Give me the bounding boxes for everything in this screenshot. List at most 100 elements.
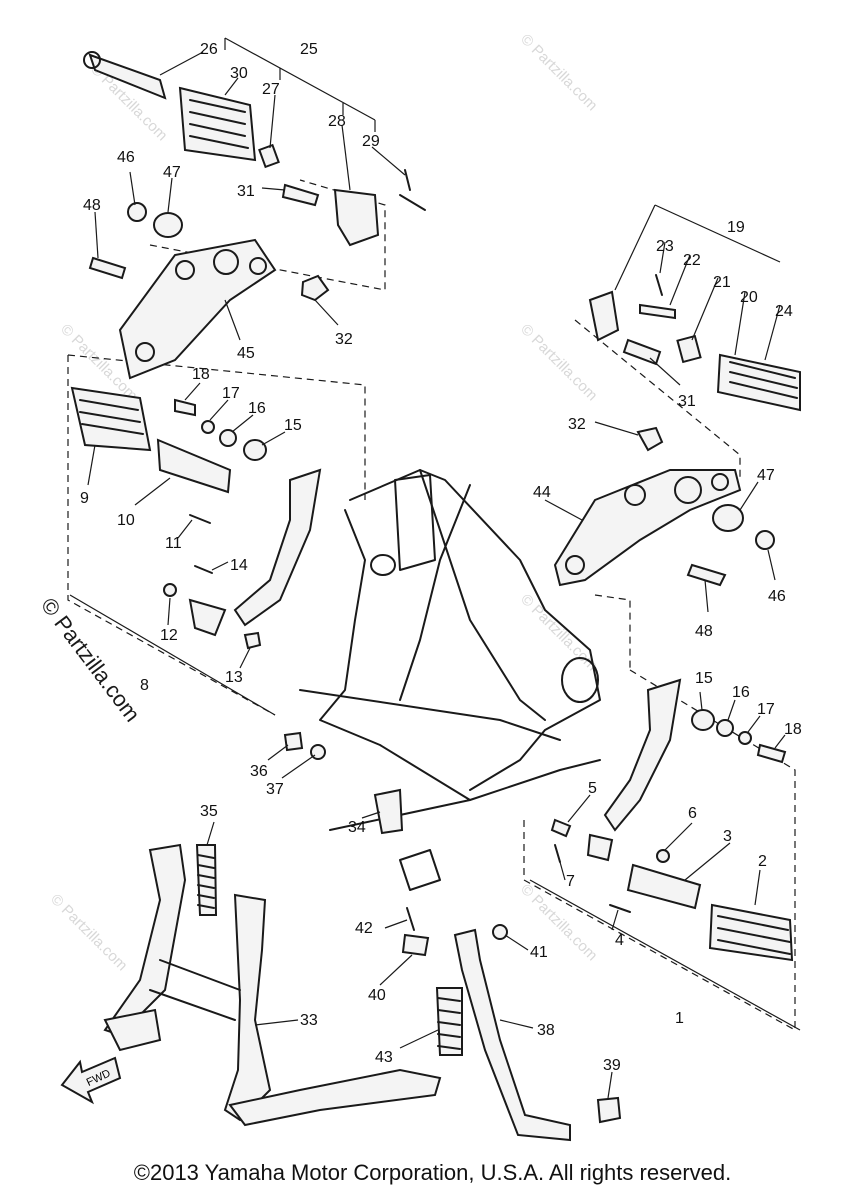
callout-31-right: 31 (678, 393, 696, 410)
callout-19: 19 (727, 219, 745, 236)
rubber-ridges (717, 915, 791, 955)
callout-44: 44 (533, 484, 551, 501)
forward-arrow: FWD (60, 1056, 122, 1105)
bracket-8 (69, 594, 276, 716)
frame-stand-bracket (399, 849, 441, 891)
footrest-3 (626, 863, 702, 910)
callout-33: 33 (300, 1012, 318, 1029)
pin-5 (550, 818, 572, 838)
callout-47-right: 47 (757, 467, 775, 484)
rubber-ridges (189, 99, 249, 149)
callout-38: 38 (537, 1022, 555, 1039)
center-stand-right-leg (223, 893, 272, 1122)
footrest-rubber-30 (178, 86, 257, 162)
bracket-hole (175, 260, 195, 280)
callout-26: 26 (200, 41, 218, 58)
callout-40: 40 (368, 987, 386, 1004)
center-stand-lever (228, 1068, 442, 1127)
spring-42 (406, 907, 415, 931)
callout-47-upper: 47 (163, 164, 181, 181)
callout-36: 36 (250, 763, 268, 780)
callout-32-upper: 32 (335, 331, 353, 348)
spring-coils (437, 997, 461, 1050)
watermark-tile: © Partzilla.com (517, 591, 600, 674)
collar-46-right (755, 530, 775, 550)
pin-12 (163, 583, 177, 597)
nut-41 (492, 924, 508, 940)
nut-36 (283, 731, 304, 752)
spring-4 (609, 904, 631, 913)
boundary-right-footrest (523, 820, 796, 1031)
footrest-rubber-9 (70, 386, 152, 452)
upper-right-footrest (553, 274, 801, 587)
callout-2: 2 (758, 853, 767, 870)
callout-16-right: 16 (732, 684, 750, 701)
watermark-tile: © Partzilla.com (517, 321, 600, 404)
callout-20: 20 (740, 289, 758, 306)
callout-27: 27 (262, 81, 280, 98)
boundary-upper-left-bracket (149, 179, 386, 291)
callout-15-left: 15 (284, 417, 302, 434)
nut-32-upper (300, 274, 330, 302)
callout-48-right: 48 (695, 623, 713, 640)
shift-clevis (586, 833, 614, 862)
group-brackets (69, 37, 801, 1031)
callout-31-upper: 31 (237, 183, 255, 200)
frame-diag-2 (399, 484, 471, 701)
callout-42: 42 (355, 920, 373, 937)
shift-pedal-arm (603, 678, 682, 832)
washer-17-left (201, 420, 215, 434)
bolt-18-left (174, 398, 196, 417)
frame-pivot (561, 657, 599, 703)
spring-14 (194, 565, 213, 574)
callout-22: 22 (683, 252, 701, 269)
right-footrest (550, 678, 794, 962)
fwd-arrow-shape (60, 1056, 122, 1105)
bracket-19-lead (614, 204, 656, 291)
washer-21 (676, 334, 702, 364)
bracket-19 (654, 204, 781, 263)
nut-32-right (636, 426, 664, 452)
frame-boss (370, 554, 396, 576)
callout-46-right: 46 (768, 588, 786, 605)
callout-6: 6 (688, 805, 697, 822)
watermark-side: © Partzilla.com (36, 593, 145, 726)
callout-15-right: 15 (695, 670, 713, 687)
callout-3: 3 (723, 828, 732, 845)
bracket-hole (135, 342, 155, 362)
bolt-31-upper (281, 183, 320, 207)
rubber-ridges (729, 361, 798, 399)
callout-18-right: 18 (784, 721, 802, 738)
bracket-45 (118, 238, 277, 380)
frame-right-rail (349, 469, 601, 791)
frame-left-rail (319, 509, 471, 801)
bracket-hole (565, 555, 585, 575)
bracket-hole (624, 484, 646, 506)
boundary-left-top (67, 354, 366, 500)
bolt-48-right (686, 563, 727, 587)
damper-47-upper (153, 212, 183, 238)
damper-47-right (712, 504, 744, 532)
callout-48-upper: 48 (83, 197, 101, 214)
callout-10: 10 (117, 512, 135, 529)
watermark-tile: © Partzilla.com (47, 891, 130, 974)
collar-15-right (691, 709, 715, 731)
copyright-notice: ©2013 Yamaha Motor Corporation, U.S.A. A… (133, 1160, 732, 1185)
rubber-ridges (79, 399, 144, 435)
footrest-bracket-28 (333, 188, 380, 247)
callout-46-upper: 46 (117, 149, 135, 166)
rubber-39 (596, 1096, 622, 1124)
frame-gusset (394, 474, 436, 571)
callout-28: 28 (328, 113, 346, 130)
washer-27 (258, 143, 280, 169)
boundary-right-plate (594, 594, 631, 670)
callout-17-left: 17 (222, 385, 240, 402)
bracket-hole (249, 257, 267, 275)
collar-15-left (243, 439, 267, 461)
boundary-left-footrest (67, 355, 276, 716)
callout-41: 41 (530, 944, 548, 961)
callout-45: 45 (237, 345, 255, 362)
callout-34: 34 (348, 819, 366, 836)
frame-lower (329, 759, 601, 831)
pin-29 (399, 194, 426, 211)
